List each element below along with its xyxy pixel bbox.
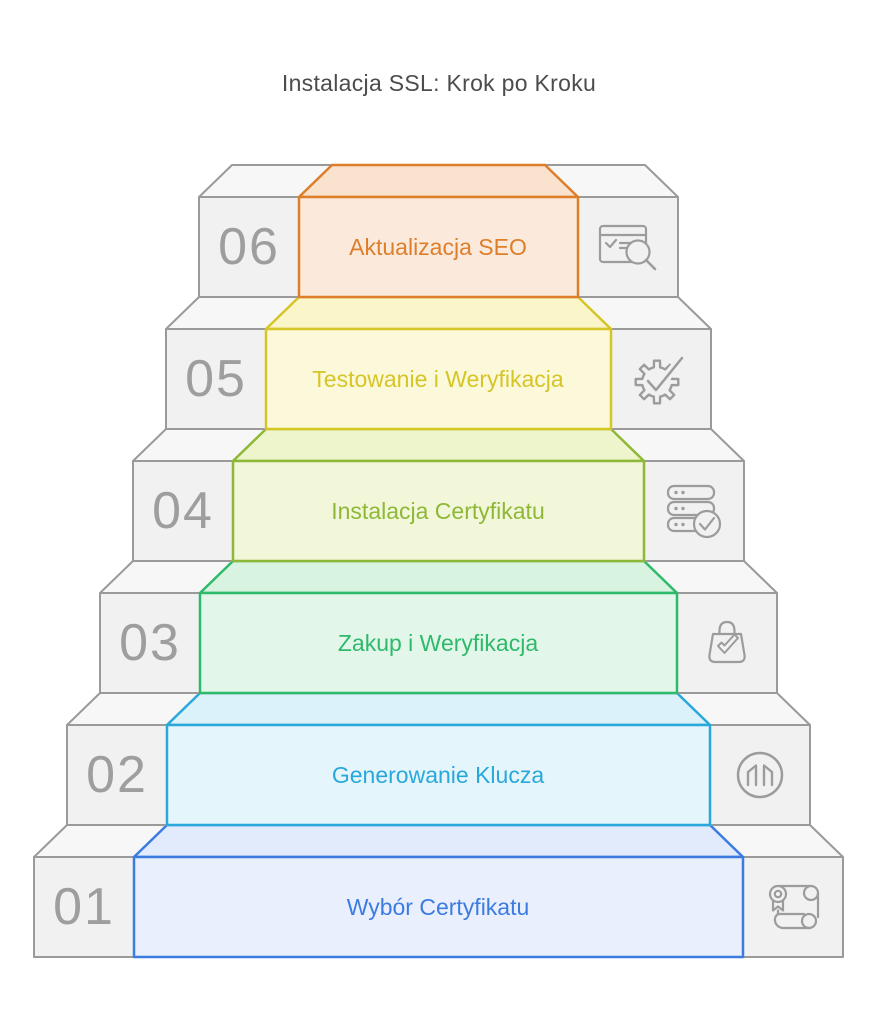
- step-03: 03 Zakup i Weryfikacja: [99, 559, 778, 695]
- step-02: 02 Generowanie Klucza: [66, 691, 811, 827]
- step-06: 06 Aktualizacja SEO: [198, 163, 679, 299]
- step-02-number: 02: [86, 746, 148, 804]
- step-05: 05 Testowanie i Weryfikacja: [165, 295, 712, 431]
- step-06-colored-top-face: [297, 163, 580, 199]
- step-02-colored-front-face: [165, 723, 712, 827]
- step-01-number: 01: [53, 878, 115, 936]
- step-06-colored-front-face: [297, 195, 580, 299]
- step-03-colored-top-face: [198, 559, 679, 595]
- certificate-scroll-icon: [768, 884, 820, 930]
- bag-check-icon: [708, 620, 746, 664]
- step-03-number: 03: [119, 614, 181, 672]
- step-06-label: Aktualizacja SEO: [349, 234, 527, 260]
- step-01-colored-top-face: [132, 823, 745, 859]
- step-04-label: Instalacja Certyfikatu: [331, 498, 544, 524]
- step-06-number: 06: [218, 218, 280, 276]
- step-05-colored-top-face: [264, 295, 613, 331]
- step-03-colored-front-face: [198, 591, 679, 695]
- step-05-number: 05: [185, 350, 247, 408]
- gear-check-icon: [634, 353, 687, 405]
- browser-seo-audit-icon: [598, 224, 657, 271]
- step-01-colored-front-face: [132, 855, 745, 959]
- step-01: 01 Wybór Certyfikatu: [33, 823, 844, 959]
- page-title: Instalacja SSL: Krok po Kroku: [281, 70, 597, 96]
- step-04: 04 Instalacja Certyfikatu: [132, 427, 745, 563]
- step-04-number: 04: [152, 482, 214, 540]
- step-02-colored-top-face: [165, 691, 712, 727]
- server-check-icon: [666, 484, 722, 539]
- step-02-label: Generowanie Klucza: [332, 762, 544, 788]
- step-04-colored-top-face: [231, 427, 646, 463]
- step-01-label: Wybór Certyfikatu: [347, 894, 530, 920]
- circle-m-key-icon: [736, 751, 784, 799]
- step-05-colored-front-face: [264, 327, 613, 431]
- step-03-label: Zakup i Weryfikacja: [338, 630, 538, 656]
- step-05-label: Testowanie i Weryfikacja: [312, 366, 564, 392]
- step-04-colored-front-face: [231, 459, 646, 563]
